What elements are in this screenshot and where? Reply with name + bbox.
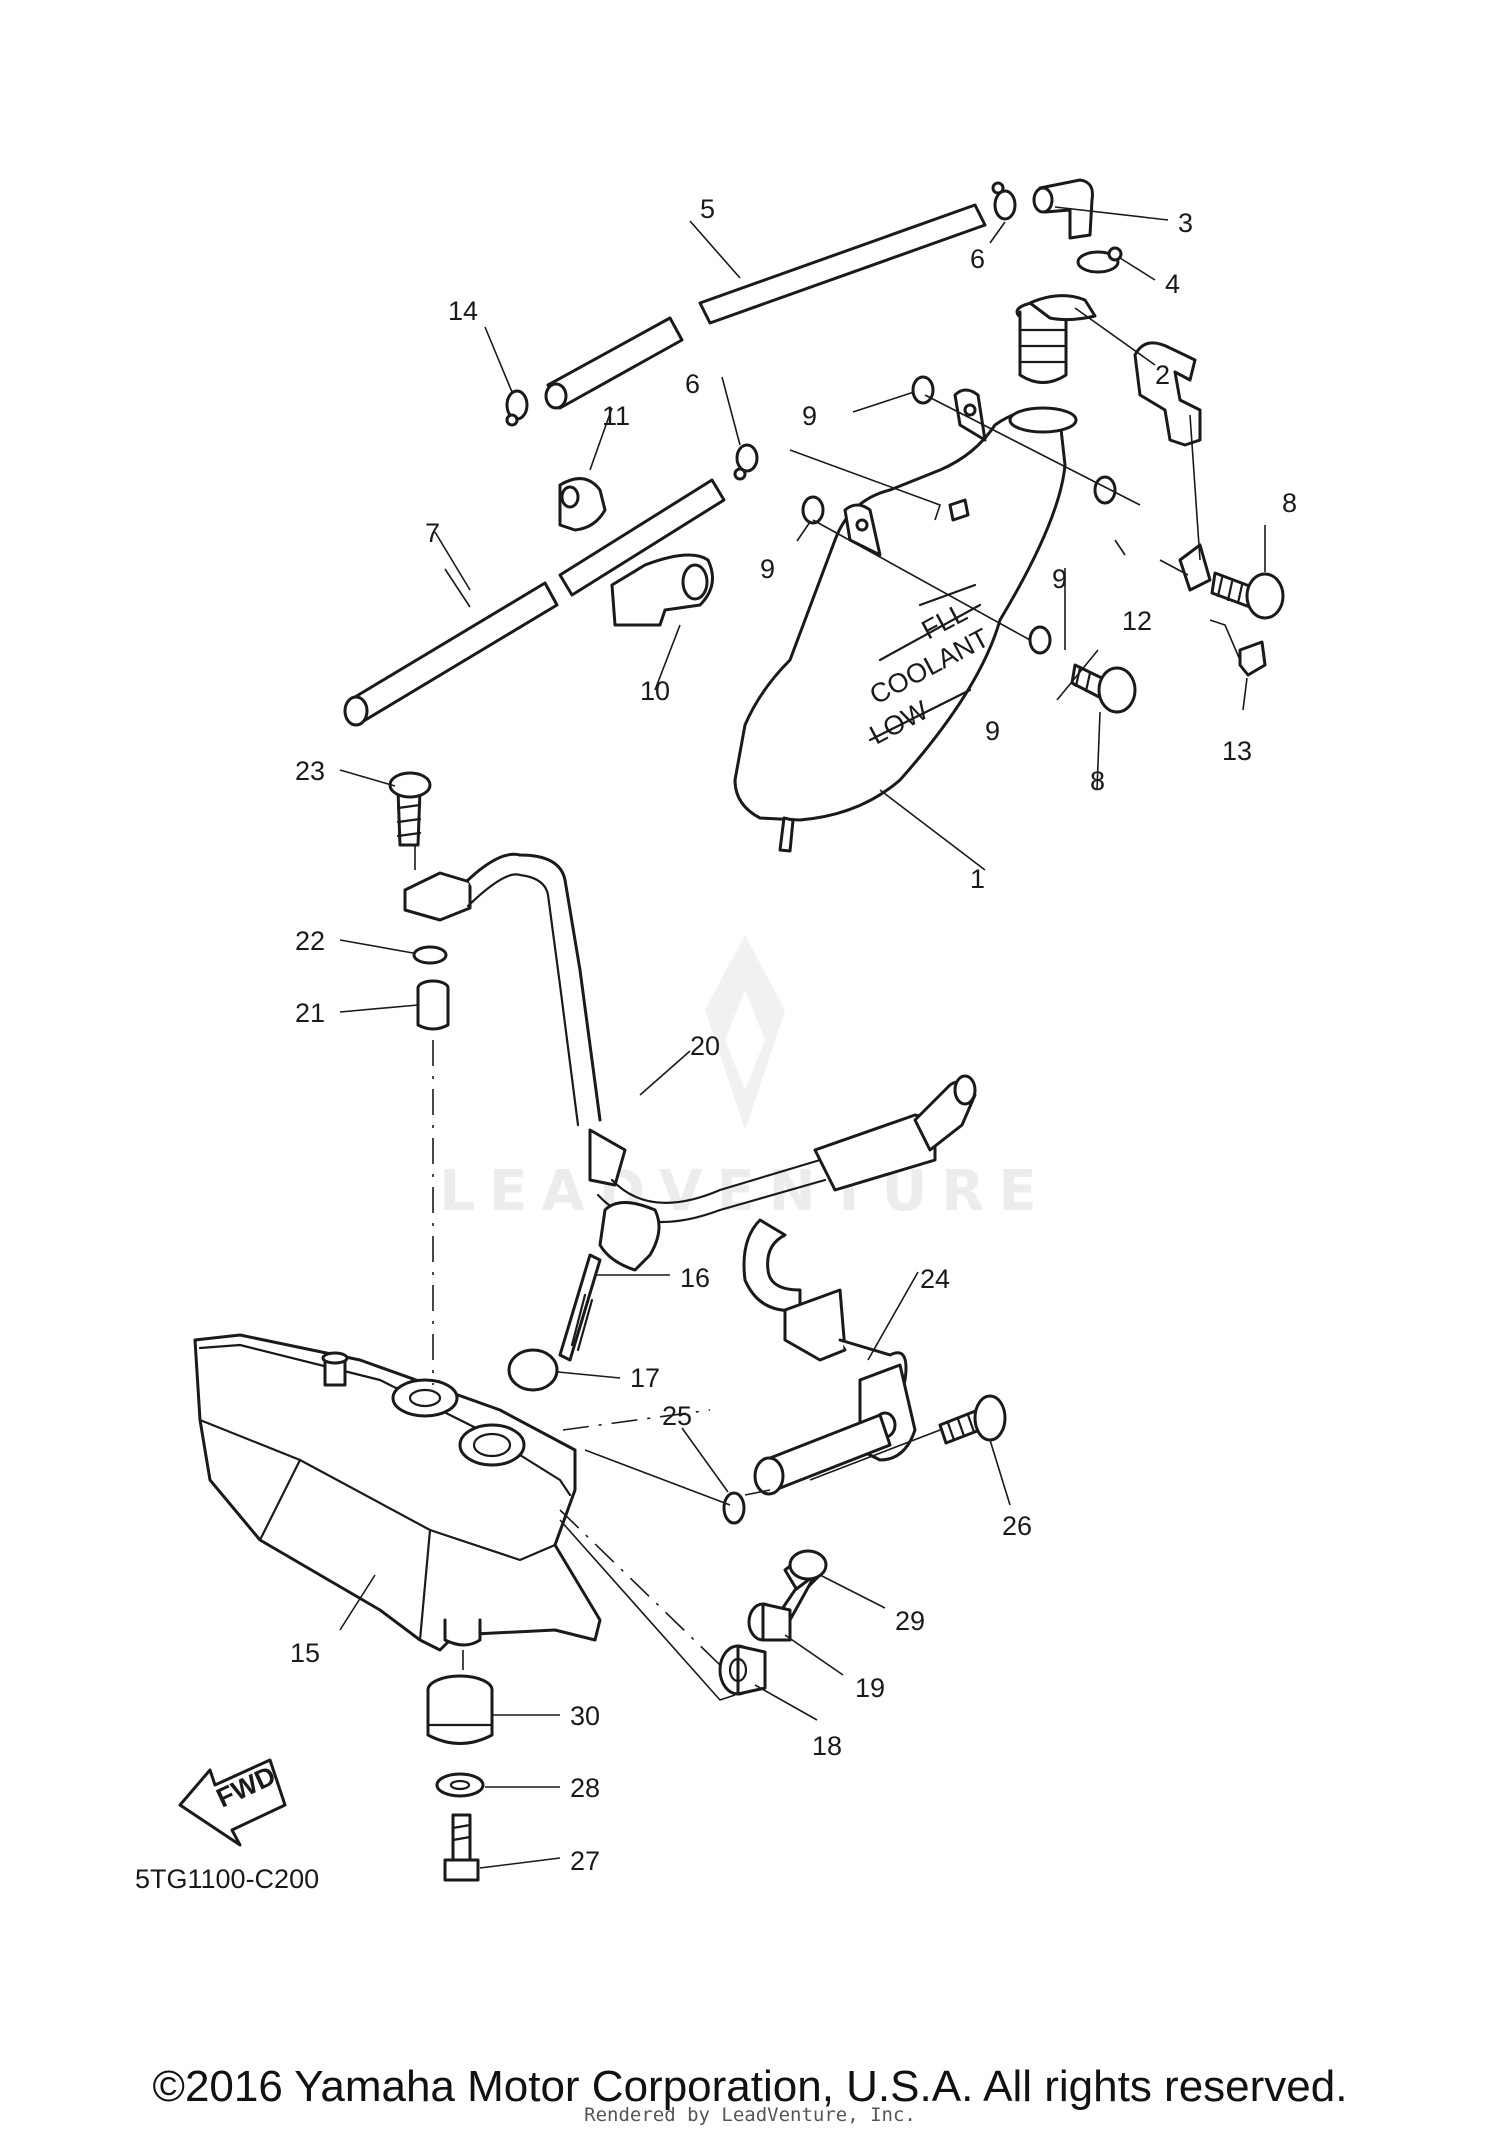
fwd-arrow-icon: FWD [178,1758,287,1847]
part-27-bolt [443,1813,480,1882]
callout-9-right: 9 [1052,564,1067,594]
part-3-elbow [1032,178,1094,240]
callout-10: 10 [640,676,670,706]
part-29-bolt [778,1549,828,1622]
callout-5: 5 [700,194,715,224]
part-25-o-ring [722,1491,746,1525]
callout-18: 18 [812,1731,842,1761]
part-6-clip-upper [991,181,1017,221]
callout-25: 25 [662,1401,692,1431]
callout-6-upper: 6 [970,244,985,274]
part-10-clamp [610,553,714,627]
diagram-code: 5TG1100-C200 [135,1864,319,1894]
callout-22: 22 [295,926,325,956]
part-17-o-ring [507,1348,559,1392]
callout-1: 1 [970,864,985,894]
watermark-text: LEADVENTURE [439,1159,1050,1224]
part-1-reservoir-tank: FLL COOLANT LOW [733,388,1078,853]
leader-lines-lower [339,769,1011,1869]
part-12-bracket [1133,341,1212,592]
callout-23: 23 [295,756,325,786]
callout-27: 27 [570,1846,600,1876]
callout-9-left: 9 [760,554,775,584]
callout-29: 29 [895,1606,925,1636]
callout-26: 26 [1002,1511,1032,1541]
callout-7: 7 [425,518,440,548]
part-26-bolt [938,1394,1007,1445]
callout-2: 2 [1155,360,1170,390]
part-7-hose [343,478,726,727]
leader-lines-upper [434,206,1266,871]
part-19-collar [747,1602,792,1642]
part-13-clip [1238,640,1267,677]
part-15-oil-tank [193,1333,602,1652]
callout-20: 20 [690,1031,720,1061]
callout-4: 4 [1165,269,1180,299]
part-4-clip [1076,246,1123,274]
part-22-o-ring [412,945,448,965]
part-18-grommet [718,1644,767,1696]
callout-19: 19 [855,1673,885,1703]
callout-3: 3 [1178,208,1193,238]
part-30-grommet [426,1674,494,1745]
callout-14: 14 [448,296,478,326]
callout-17: 17 [630,1363,660,1393]
part-14-clip [505,389,529,427]
callout-6-lower: 6 [685,369,700,399]
callout-30: 30 [570,1701,600,1731]
part-8-bolt-lower [1070,663,1137,714]
callout-13: 13 [1222,736,1252,766]
part-11-clamp [558,477,607,532]
assembly-guide-lines [414,845,941,1701]
callout-8-lower: 8 [1090,766,1105,796]
part-2-cap [1015,294,1097,384]
copyright-notice: ©2016 Yamaha Motor Corporation, U.S.A. A… [152,2062,1348,2111]
callout-12: 12 [1122,606,1152,636]
part-5-hose [544,203,987,410]
rendered-by-notice: Rendered by LeadVenture, Inc. [584,2104,916,2126]
part-28-washer [435,1772,485,1798]
part-21-collar [416,979,450,1031]
part-24-hose-pipe [742,1218,917,1496]
watermark: LEADVENTURE [439,935,1050,1224]
part-6-clip-lower [733,443,759,481]
callout-28: 28 [570,1773,600,1803]
callout-labels: 3 4 5 6 2 14 6 9 11 8 7 9 9 12 10 9 13 8… [290,194,1297,1876]
part-20-oil-pipe [403,852,977,1224]
callout-24: 24 [920,1264,950,1294]
callout-21: 21 [295,998,325,1028]
callout-15: 15 [290,1638,320,1668]
callout-9-lower: 9 [985,716,1000,746]
callout-8-right: 8 [1282,488,1297,518]
part-16-dipstick [558,1201,661,1362]
callout-16: 16 [680,1263,710,1293]
part-8-bolt-right [1210,571,1285,620]
callout-9-upper: 9 [802,401,817,431]
callout-11: 11 [602,401,630,431]
part-23-bolt [388,771,432,847]
